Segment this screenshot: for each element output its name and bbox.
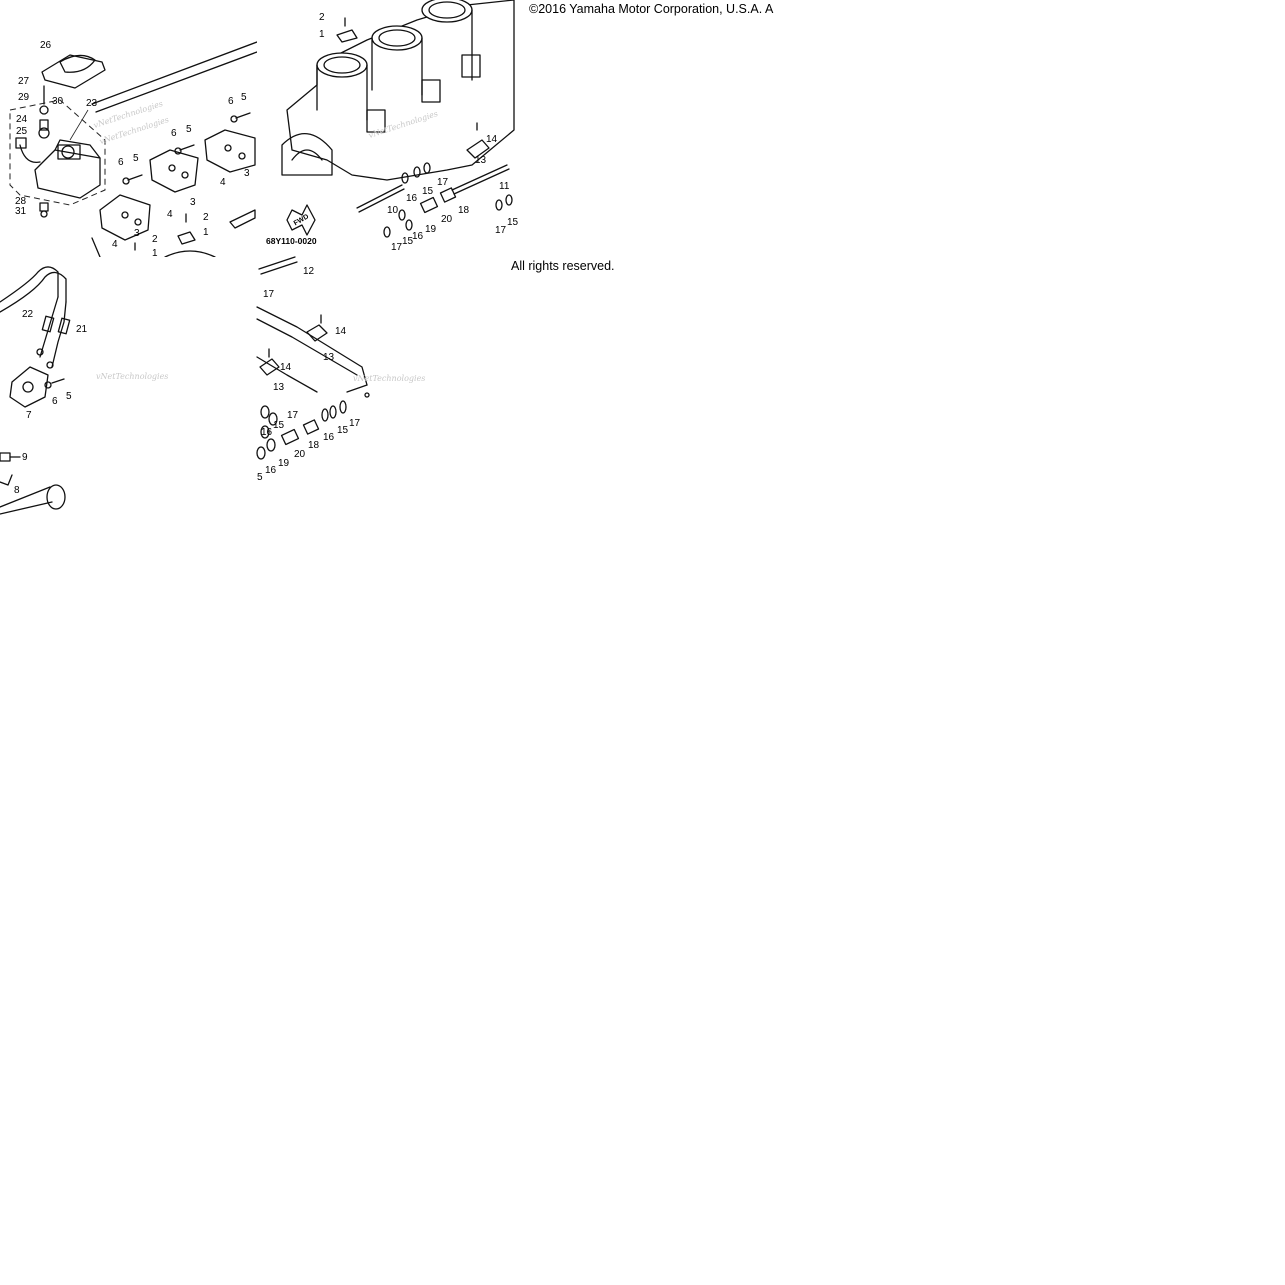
callout-26: 26	[40, 40, 52, 51]
callout-20: 20	[441, 214, 453, 225]
callout-18: 18	[458, 205, 470, 216]
callout-24: 24	[16, 114, 28, 125]
callout-6: 6	[118, 157, 124, 168]
callout-27: 27	[18, 76, 30, 87]
callout-17: 17	[391, 242, 403, 253]
callout-17: 17	[349, 418, 361, 429]
callout-14: 14	[486, 134, 498, 145]
callout-16: 16	[406, 193, 418, 204]
cylinder-block-drawing: FWD	[281, 0, 515, 238]
callout-16: 16	[265, 465, 277, 476]
callout-13: 13	[475, 155, 487, 166]
diagram-tile-bottom-middle: vNetTechnologies 12 17 14 13 14 13 17 15…	[256, 256, 514, 514]
callout-9: 9	[22, 452, 28, 463]
callout-6: 6	[171, 128, 177, 139]
callout-16: 16	[412, 231, 424, 242]
callout-8: 8	[14, 485, 20, 496]
callout-15: 15	[507, 217, 519, 228]
callout-3: 3	[134, 228, 140, 239]
callout-7: 7	[26, 410, 32, 421]
callout-2: 2	[319, 12, 325, 23]
callout-4: 4	[220, 177, 226, 188]
callout-16: 16	[323, 432, 335, 443]
callout-14: 14	[280, 362, 292, 373]
callout-1: 1	[203, 227, 209, 238]
callout-13: 13	[323, 352, 335, 363]
callout-15: 15	[402, 236, 414, 247]
callout-15: 15	[273, 420, 285, 431]
callout-17: 17	[287, 410, 299, 421]
callout-10: 10	[387, 205, 399, 216]
callout-16: 16	[261, 427, 273, 438]
diagram-tile-top-right: FWD vNetTechnologies 2 1 14 13 16 15 17 …	[257, 0, 518, 257]
ignition-box-and-covers-drawing	[9, 41, 258, 258]
callout-1: 1	[319, 29, 325, 40]
callout-15: 15	[422, 186, 434, 197]
hoses-and-bracket-drawing	[0, 266, 71, 515]
callout-23: 23	[86, 98, 98, 109]
watermark-text: vNetTechnologies	[353, 374, 426, 383]
callout-1: 1	[152, 248, 158, 259]
diagram-code: 68Y110-0020	[266, 236, 317, 246]
callout-19: 19	[425, 224, 437, 235]
callout-5: 5	[257, 472, 263, 483]
callout-12: 12	[303, 266, 315, 277]
callout-5: 5	[66, 391, 72, 402]
callout-5: 5	[241, 92, 247, 103]
callout-2: 2	[203, 212, 209, 223]
callout-4: 4	[167, 209, 173, 220]
callout-19: 19	[278, 458, 290, 469]
callout-17: 17	[437, 177, 449, 188]
rights-notice: All rights reserved.	[511, 259, 615, 273]
callout-29: 29	[18, 92, 30, 103]
callout-21: 21	[76, 324, 88, 335]
callout-4: 4	[112, 239, 118, 250]
callout-6: 6	[52, 396, 58, 407]
callout-6: 6	[228, 96, 234, 107]
callout-13: 13	[273, 382, 285, 393]
diagram-tile-bottom-left: vNetTechnologies 22 21 7 6 5 9 8	[0, 257, 257, 515]
callout-28: 28	[15, 196, 27, 207]
callout-17: 17	[263, 289, 275, 300]
callout-5: 5	[133, 153, 139, 164]
callout-18: 18	[308, 440, 320, 451]
callout-5: 5	[186, 124, 192, 135]
callout-14: 14	[335, 326, 347, 337]
callout-31: 31	[15, 206, 27, 217]
callout-15: 15	[337, 425, 349, 436]
clamps-and-fittings-drawing	[256, 256, 370, 460]
callout-3: 3	[190, 197, 196, 208]
callout-22: 22	[22, 309, 34, 320]
callout-11: 11	[499, 181, 510, 192]
callout-17: 17	[495, 225, 507, 236]
callout-2: 2	[152, 234, 158, 245]
callout-3: 3	[244, 168, 250, 179]
copyright-notice: ©2016 Yamaha Motor Corporation, U.S.A. A	[529, 2, 774, 16]
watermark-text: vNetTechnologies	[96, 372, 169, 381]
callout-25: 25	[16, 126, 28, 137]
diagram-tile-top-left: vNetTechnologies vNetTechnologies 26 27 …	[0, 0, 258, 259]
callout-30: 30	[52, 96, 64, 107]
callout-20: 20	[294, 449, 306, 460]
